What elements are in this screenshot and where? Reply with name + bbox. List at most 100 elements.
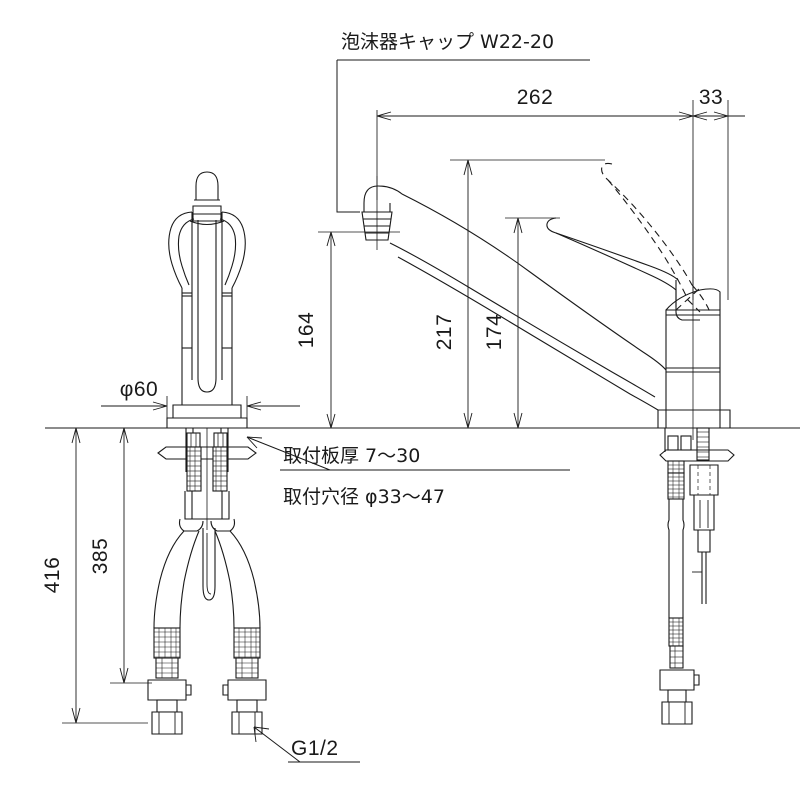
dim-label-416: 416 bbox=[41, 557, 64, 594]
side-ferrule-top bbox=[667, 460, 685, 474]
side-nut-upper bbox=[659, 669, 695, 691]
leader-aerator-cap bbox=[336, 60, 360, 213]
side-elevation-view bbox=[361, 160, 735, 725]
arrow-385-bottom bbox=[119, 667, 129, 684]
arrow-217-top bbox=[463, 159, 473, 176]
side-valve-body bbox=[689, 464, 719, 496]
dimension-handle-height: 174 bbox=[483, 217, 560, 429]
arrow-262-left bbox=[376, 111, 392, 121]
side-spout-bottom-curve-2 bbox=[397, 256, 659, 411]
leader-g12 bbox=[253, 726, 301, 763]
callout-label-aerator-cap: 泡沫器キャップ W22-20 bbox=[341, 31, 554, 53]
front-nut-tab-left bbox=[186, 684, 192, 696]
arrow-d60-left bbox=[152, 401, 168, 411]
arrow-385-top bbox=[119, 427, 129, 444]
front-nut-right bbox=[213, 432, 228, 448]
front-cap-base-curve bbox=[189, 220, 225, 226]
side-hose-lower bbox=[668, 617, 684, 669]
side-handle-bottom bbox=[555, 232, 677, 307]
front-nut-upper-right bbox=[227, 679, 267, 701]
side-handle-raised-top bbox=[601, 162, 693, 286]
arrow-d60-right bbox=[246, 401, 262, 411]
dimension-overall-height: 217 bbox=[433, 159, 605, 429]
side-supply-nuts bbox=[659, 669, 700, 725]
callout-aerator-cap: 泡沫器キャップ W22-20 bbox=[336, 31, 590, 213]
dimension-body-offset: 33 bbox=[692, 86, 745, 300]
side-handle-raised-bottom bbox=[607, 179, 701, 313]
front-tongue-inner bbox=[206, 533, 212, 595]
front-supply-nuts bbox=[147, 679, 267, 735]
front-nut-tab-right bbox=[222, 684, 228, 696]
side-handle-hub-left bbox=[675, 280, 700, 321]
dimension-spout-height: 164 bbox=[295, 231, 400, 429]
front-coupler-left bbox=[178, 518, 204, 532]
front-nut-left bbox=[186, 432, 201, 448]
side-handle-top bbox=[546, 217, 679, 281]
dim-label-164: 164 bbox=[295, 312, 318, 349]
dim-label-33: 33 bbox=[699, 86, 723, 109]
front-hose-braid bbox=[153, 627, 261, 679]
side-hose-upper bbox=[667, 460, 685, 500]
side-mounting-bracket bbox=[659, 449, 735, 462]
arrow-164-bottom bbox=[326, 413, 336, 429]
side-valve-stem-box bbox=[693, 494, 715, 531]
arrowhead-plate-thickness bbox=[246, 436, 263, 449]
front-shank-outer bbox=[185, 428, 229, 472]
side-hose-right-edge bbox=[682, 499, 685, 618]
arrow-416-bottom bbox=[71, 707, 81, 724]
dimension-deck-diameter: φ60 bbox=[101, 378, 300, 418]
side-spout-top-curve bbox=[363, 185, 667, 371]
side-threaded-rod bbox=[696, 427, 710, 461]
front-thread-section bbox=[186, 446, 228, 492]
dim-label-217: 217 bbox=[433, 314, 456, 351]
front-hose-right-outer bbox=[229, 530, 261, 629]
arrowhead-g12 bbox=[253, 726, 270, 743]
front-thread-left bbox=[186, 446, 202, 492]
front-hose-right-inner bbox=[214, 530, 235, 629]
arrow-174-top bbox=[513, 217, 523, 234]
front-braid-right bbox=[233, 627, 261, 659]
callout-label-plate-thickness: 取付板厚 7〜30 bbox=[283, 445, 420, 467]
front-center-tongue bbox=[202, 528, 216, 601]
side-hose-left-edge bbox=[667, 499, 670, 618]
side-body-cap-top bbox=[665, 288, 721, 311]
arrow-416-top bbox=[71, 427, 81, 444]
front-deck-plate bbox=[172, 404, 242, 419]
arrow-217-bottom bbox=[463, 412, 473, 429]
callout-plate-thickness: 取付板厚 7〜30 bbox=[246, 436, 570, 471]
front-handle-right-inner bbox=[219, 218, 237, 286]
dim-label-385: 385 bbox=[89, 538, 112, 575]
side-nut-tab bbox=[694, 674, 700, 686]
side-nut-neck bbox=[667, 689, 687, 703]
front-hexnut-right bbox=[231, 711, 263, 735]
dim-label-262: 262 bbox=[517, 86, 554, 109]
side-deck-flange bbox=[657, 409, 731, 429]
front-cap-collar bbox=[192, 205, 222, 222]
front-deck-flange bbox=[166, 417, 248, 429]
arrow-33-right bbox=[713, 111, 729, 121]
callout-hole-diameter: 取付穴径 φ33〜47 bbox=[283, 486, 445, 508]
front-thread-right bbox=[212, 446, 228, 492]
side-spout-bottom-curve bbox=[389, 242, 656, 398]
callout-supply-thread: G1/2 bbox=[253, 726, 360, 763]
side-valve-pin bbox=[701, 552, 707, 604]
side-rod bbox=[696, 427, 710, 461]
arrow-262-right bbox=[678, 111, 694, 121]
dimension-spout-reach: 262 bbox=[376, 86, 694, 300]
arrow-164-top bbox=[326, 231, 336, 247]
arrow-33-left bbox=[692, 111, 708, 121]
side-braid-top bbox=[667, 472, 685, 500]
front-inner-tube bbox=[197, 220, 217, 393]
front-hose-left-inner bbox=[179, 530, 200, 629]
front-cap-dome bbox=[195, 171, 219, 201]
front-handle-left-outer bbox=[168, 211, 193, 289]
front-nut-neck-left bbox=[156, 699, 178, 713]
side-nut-right bbox=[680, 435, 692, 451]
side-nut-left bbox=[667, 435, 679, 451]
front-elevation-view bbox=[147, 171, 267, 735]
front-hexnut-left bbox=[151, 711, 183, 735]
front-coupler-right bbox=[210, 518, 236, 532]
front-nut-upper-left bbox=[147, 679, 187, 701]
side-shank-nuts bbox=[667, 435, 692, 451]
